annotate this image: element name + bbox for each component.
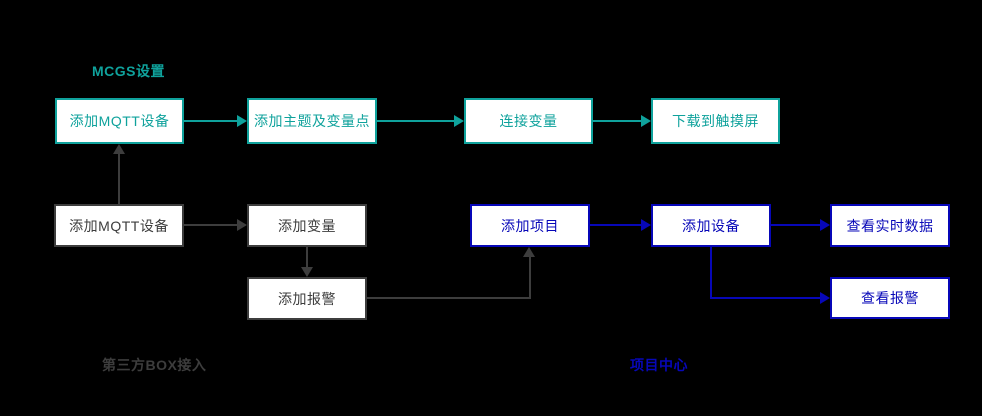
node-mcgs-add-topic-and-variable-points: 添加主题及变量点: [247, 98, 377, 144]
node-label: 添加MQTT设备: [69, 113, 170, 129]
node-thirdparty-add-mqtt-device: 添加MQTT设备: [54, 204, 184, 247]
node-thirdparty-add-alarm: 添加报警: [247, 277, 367, 320]
node-label: 连接变量: [499, 113, 558, 129]
node-label: 添加变量: [278, 217, 336, 234]
node-label: 添加MQTT设备: [69, 217, 169, 234]
node-thirdparty-add-variable: 添加变量: [247, 204, 367, 247]
node-project-add-project: 添加项目: [470, 204, 590, 247]
node-label: 下载到触摸屏: [672, 113, 759, 129]
node-label: 添加项目: [501, 217, 559, 234]
node-mcgs-add-mqtt-device: 添加MQTT设备: [55, 98, 184, 144]
node-project-add-device: 添加设备: [651, 204, 771, 247]
project-center-section-label: 项目中心: [630, 357, 688, 373]
node-label: 添加主题及变量点: [254, 113, 370, 129]
mcgs-section-label: MCGS设置: [92, 63, 165, 79]
node-mcgs-connect-variables: 连接变量: [464, 98, 593, 144]
node-mcgs-download-to-touchscreen: 下载到触摸屏: [651, 98, 780, 144]
node-label: 查看报警: [861, 290, 919, 306]
node-label: 添加设备: [682, 217, 740, 234]
node-project-view-realtime-data: 查看实时数据: [830, 204, 950, 247]
node-label: 查看实时数据: [846, 217, 934, 234]
node-project-view-alarm: 查看报警: [830, 277, 950, 319]
third-party-box-section-label: 第三方BOX接入: [102, 357, 207, 373]
node-label: 添加报警: [278, 290, 336, 307]
